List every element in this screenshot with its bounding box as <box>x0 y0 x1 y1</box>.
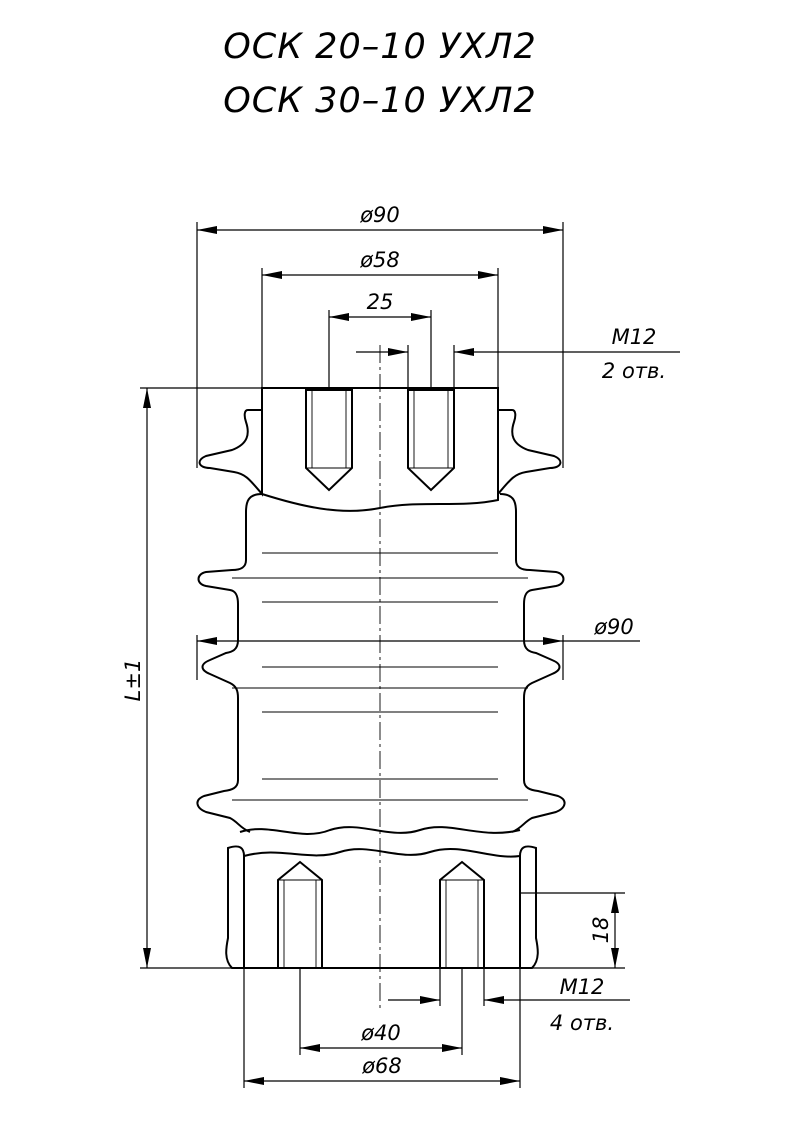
dim-bottom-holes: 4 отв. <box>550 1011 614 1035</box>
dim-top-holes: 2 отв. <box>602 359 666 383</box>
dim-bottom-thread-depth: 18 <box>589 917 613 944</box>
title-line-1: ОСК 20–10 УХЛ2 <box>223 27 537 67</box>
body-right-profile <box>499 493 566 833</box>
dimensions: ø90 ø58 25 M12 2 отв. ø90 L±1 18 <box>121 203 680 1088</box>
dim-top-hole-spacing: 25 <box>367 290 394 314</box>
dim-top-thread: M12 <box>612 325 657 349</box>
dim-height: L±1 <box>121 659 145 702</box>
top-fitting <box>198 387 562 512</box>
bottom-fitting <box>225 845 539 969</box>
dim-top-fitting-diameter: ø58 <box>359 248 400 272</box>
body-left-profile <box>196 493 263 833</box>
dim-bottom-hole-circle: ø40 <box>360 1021 401 1045</box>
dim-bottom-fitting-diameter: ø68 <box>361 1054 402 1078</box>
dim-bottom-thread: M12 <box>560 975 605 999</box>
break-line-upper <box>239 826 521 835</box>
dim-top-outer-diameter: ø90 <box>359 203 400 227</box>
insulator-body <box>196 493 566 835</box>
title-line-2: ОСК 30–10 УХЛ2 <box>223 81 537 121</box>
dim-shed-diameter: ø90 <box>593 615 634 639</box>
